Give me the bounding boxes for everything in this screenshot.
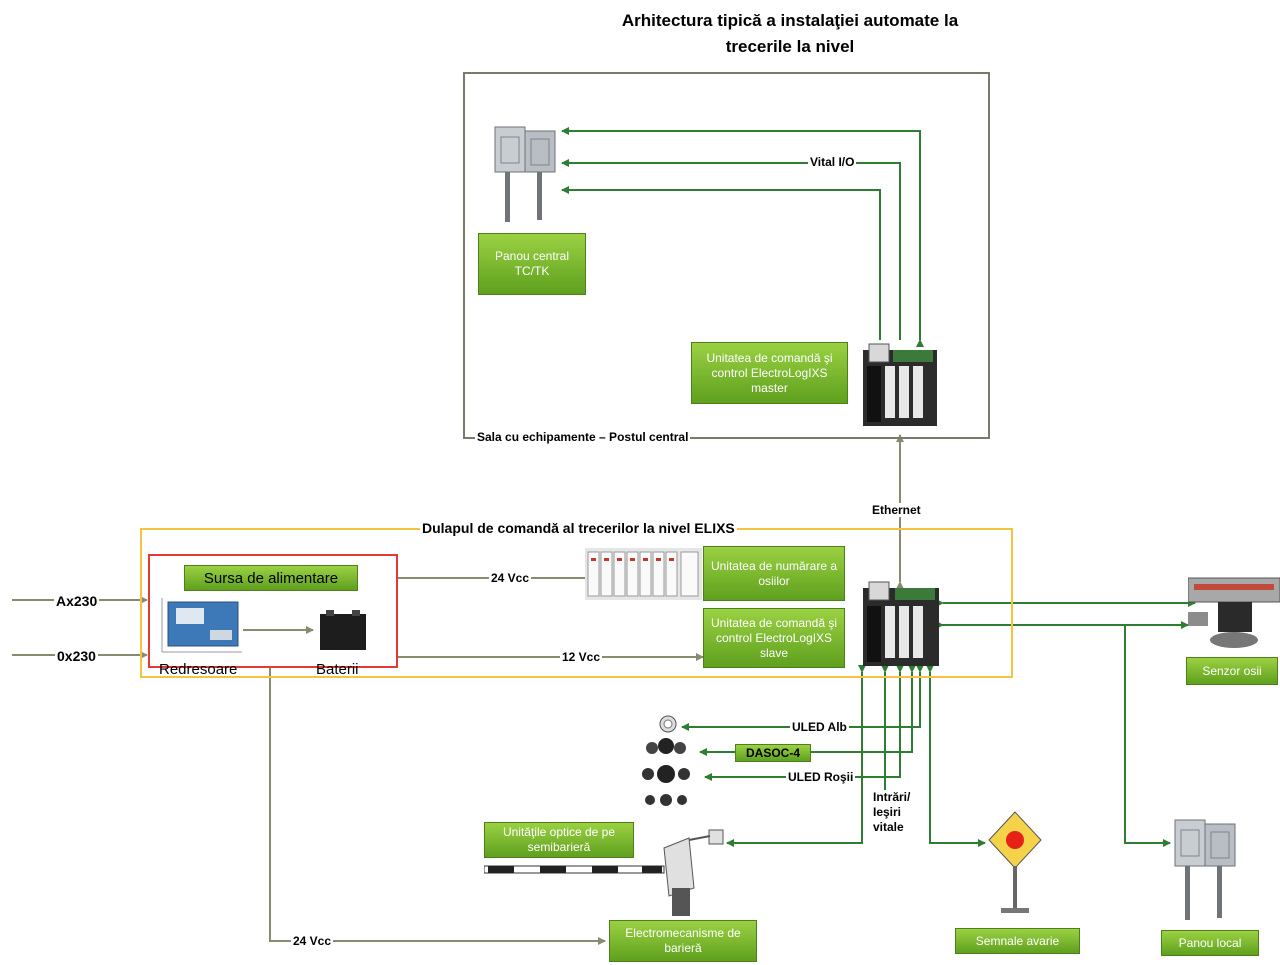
barrier-arm-icon: [483, 818, 734, 918]
rectifiers-label: Redresoare: [159, 661, 238, 678]
ox230-label: 0x230: [55, 648, 98, 664]
batteries-label: Baterii: [316, 661, 359, 678]
central-panel-icon: [493, 125, 557, 225]
central-room-label: Sala cu echipamente – Postul central: [475, 430, 691, 444]
v24-bottom-label: 24 Vcc: [291, 934, 334, 948]
dasoc-box: DASOC-4: [735, 744, 811, 762]
axle-counting-unit-box: Unitatea de numărare a osiilor: [703, 546, 845, 601]
rectifier-icon: [160, 598, 244, 654]
vital-io-label: Vital I/O: [808, 155, 857, 169]
master-rack-icon: [857, 342, 939, 428]
alarm-line: [926, 665, 986, 847]
alarm-signal-icon: [987, 810, 1043, 915]
axle-counter-icon: [585, 548, 702, 600]
v24-bottom-line: [269, 667, 606, 945]
uled-alb-label: ULED Alb: [790, 720, 849, 734]
v24-top-label: 24 Vcc: [489, 571, 532, 585]
vital-io-line-3: [561, 186, 881, 340]
slave-rack-icon: [857, 580, 941, 668]
local-panel-icon: [1173, 818, 1237, 922]
diagram-title: Arhitectura tipică a instalaţiei automat…: [621, 11, 959, 56]
vital-optical-line: [726, 665, 866, 847]
ax230-label: Ax230: [54, 593, 100, 609]
axle-sensor-box: Senzor osii: [1186, 657, 1278, 685]
barrier-mechanisms-box: Electromecanisme de barieră: [609, 920, 757, 962]
vital-io-line-1: [561, 127, 924, 347]
local-panel-line: [930, 624, 1171, 847]
master-unit-box: Unitatea de comandă şi control ElectroLo…: [691, 342, 848, 404]
central-panel-box: Panou central TC/TK: [478, 233, 586, 295]
alarm-signals-box: Semnale avarie: [955, 928, 1080, 954]
v12-label: 12 Vcc: [560, 650, 603, 664]
axle-sensor-icon: [1187, 570, 1280, 654]
cabinet-label: Dulapul de comandă al trecerilor la nive…: [420, 520, 737, 536]
local-panel-box: Panou local: [1161, 930, 1259, 956]
slave-unit-box: Unitatea de comandă şi control ElectroLo…: [703, 608, 845, 668]
central-room-frame: [463, 72, 990, 439]
ethernet-label: Ethernet: [870, 503, 923, 517]
optical-units-box: Unităţile optice de pe semibarieră: [484, 822, 634, 858]
vital-io-signals-label: Intrări/ Ieşiri vitale: [871, 790, 927, 835]
power-supply-label: Sursa de alimentare: [184, 565, 358, 591]
uled-rosii-label: ULED Roşii: [786, 770, 856, 784]
crossing-signal-icon: [640, 712, 692, 812]
battery-icon: [318, 608, 368, 652]
dasoc-line: [699, 665, 916, 756]
vital-io-line-2: [561, 159, 901, 340]
power-supply-frame: [148, 554, 398, 668]
